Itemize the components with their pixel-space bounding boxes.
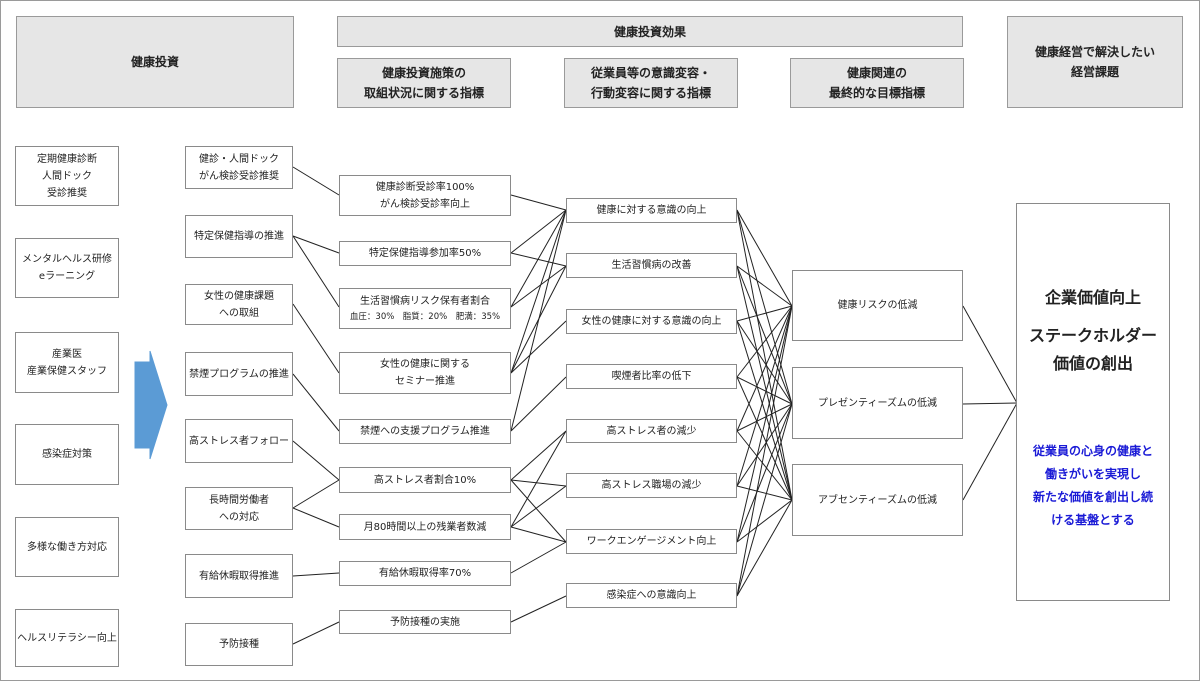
indicator-box: 女性の健康に関する セミナー推進 <box>339 352 511 394</box>
behavior-box: ワークエンゲージメント向上 <box>566 529 737 554</box>
header-investment: 健康投資 <box>16 16 294 108</box>
right-arrow-icon <box>134 350 168 460</box>
category-box: 産業医 産業保健スタッフ <box>15 332 119 393</box>
behavior-box: 喫煙者比率の低下 <box>566 364 737 389</box>
behavior-box: 感染症への意識向上 <box>566 583 737 608</box>
header-final-indicators: 健康関連の 最終的な目標指標 <box>790 58 964 108</box>
category-box: 感染症対策 <box>15 424 119 485</box>
indicator-label: 有給休暇取得率70% <box>378 568 472 579</box>
category-box: 多様な働き方対応 <box>15 517 119 577</box>
outcome-box: 健康リスクの低減 <box>792 270 963 341</box>
goal-statement: 従業員の心身の健康と 働きがいを実現し 新たな価値を創出し続 ける基盤とする <box>1032 444 1153 527</box>
indicator-detail: 血圧：30% 脂質：20% 肥満：35% <box>349 312 501 322</box>
indicator-label: 禁煙への支援プログラム推進 <box>360 426 490 437</box>
measure-box: 女性の健康課題 への取組 <box>185 284 293 325</box>
measure-box: 有給休暇取得推進 <box>185 554 293 598</box>
indicator-box: 有給休暇取得率70% <box>339 561 511 586</box>
indicator-box: 予防接種の実施 <box>339 610 511 634</box>
measure-box: 長時間労働者 への対応 <box>185 487 293 530</box>
behavior-box: 健康に対する意識の向上 <box>566 198 737 223</box>
measure-box: 高ストレス者フォロー <box>185 419 293 463</box>
header-measure-indicators: 健康投資施策の 取組状況に関する指標 <box>337 58 511 108</box>
behavior-box: 女性の健康に対する意識の向上 <box>566 309 737 334</box>
goal-box: 企業価値向上 ステークホルダー 価値の創出 従業員の心身の健康と 働きがいを実現… <box>1016 203 1170 601</box>
indicator-label: 女性の健康に関する セミナー推進 <box>380 359 470 387</box>
measure-box: 予防接種 <box>185 623 293 666</box>
measure-box: 健診・人間ドック がん検診受診推奨 <box>185 146 293 189</box>
indicator-box: 特定保健指導参加率50% <box>339 241 511 266</box>
indicator-label: 健康診断受診率100% がん検診受診率向上 <box>375 181 475 210</box>
indicator-label: 予防接種の実施 <box>390 616 460 628</box>
category-box: メンタルヘルス研修 eラーニング <box>15 238 119 298</box>
indicator-box: 月80時間以上の残業者数減 <box>339 514 511 540</box>
indicator-label: 生活習慣病リスク保有者割合 <box>360 296 490 307</box>
header-investment-effect: 健康投資効果 <box>337 16 963 47</box>
indicator-label: 特定保健指導参加率50% <box>368 248 482 259</box>
goal-subtitle: ステークホルダー 価値の創出 <box>1028 326 1157 373</box>
header-behavior-indicators: 従業員等の意識変容・ 行動変容に関する指標 <box>564 58 738 108</box>
indicator-box: 健康診断受診率100% がん検診受診率向上 <box>339 175 511 216</box>
indicator-label: 高ストレス者割合10% <box>373 474 477 486</box>
indicator-box: 高ストレス者割合10% <box>339 467 511 493</box>
goal-title: 企業価値向上 <box>1044 288 1141 307</box>
outcome-box: アブセンティーズムの低減 <box>792 464 963 536</box>
behavior-box: 高ストレス職場の減少 <box>566 473 737 498</box>
behavior-box: 高ストレス者の減少 <box>566 419 737 443</box>
behavior-box: 生活習慣病の改善 <box>566 253 737 278</box>
indicator-label: 月80時間以上の残業者数減 <box>363 521 487 533</box>
measure-box: 特定保健指導の推進 <box>185 215 293 258</box>
outcome-box: プレゼンティーズムの低減 <box>792 367 963 439</box>
header-management-issues: 健康経営で解決したい 経営課題 <box>1007 16 1183 108</box>
indicator-box: 生活習慣病リスク保有者割合血圧：30% 脂質：20% 肥満：35% <box>339 288 511 329</box>
indicator-box: 禁煙への支援プログラム推進 <box>339 419 511 444</box>
category-box: 定期健康診断 人間ドック 受診推奨 <box>15 146 119 206</box>
category-box: ヘルスリテラシー向上 <box>15 609 119 667</box>
measure-box: 禁煙プログラムの推進 <box>185 352 293 396</box>
